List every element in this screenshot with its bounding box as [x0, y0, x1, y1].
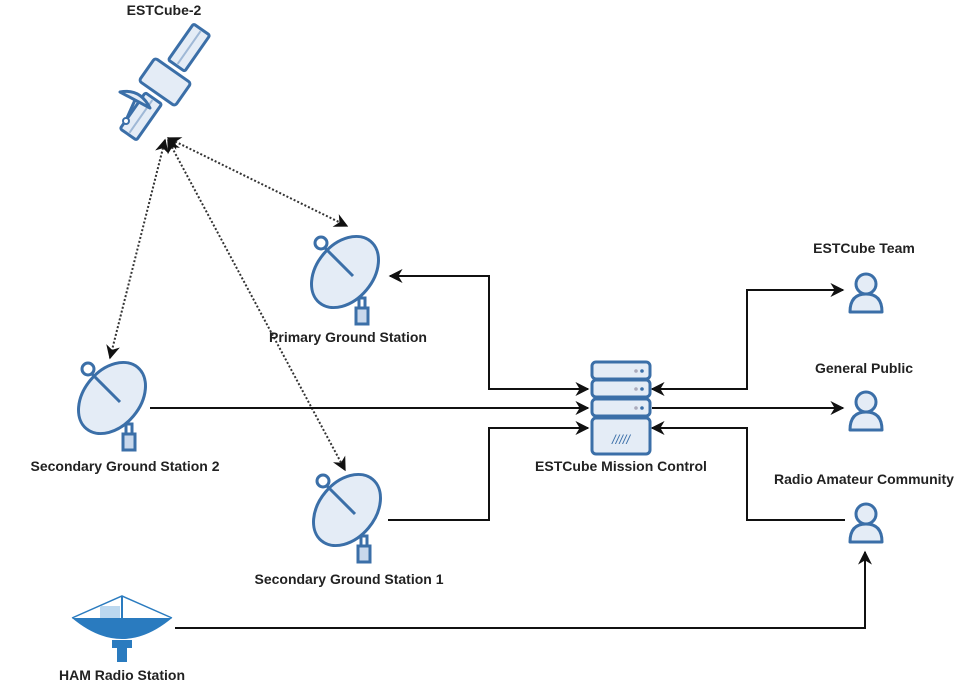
label-radio-amateur: Radio Amateur Community: [774, 471, 954, 487]
link-primary-mission: [388, 269, 590, 396]
label-mission-control: ESTCube Mission Control: [535, 458, 707, 474]
link-secondary1-mission: [388, 421, 590, 521]
label-team: ESTCube Team: [813, 240, 915, 256]
link-amateur-mission: [650, 421, 845, 521]
satellite-dish-icon: [312, 472, 382, 564]
label-satellite: ESTCube-2: [126, 2, 202, 18]
radio-dish-icon: [71, 595, 173, 662]
server-icon: /////: [590, 360, 652, 456]
link-mission-team: [650, 283, 845, 396]
label-secondary-gs1: Secondary Ground Station 1: [254, 571, 444, 587]
link-ham-amateur: [175, 550, 872, 629]
user-icon: [848, 502, 884, 544]
label-secondary-gs2: Secondary Ground Station 2: [30, 458, 220, 474]
user-icon: [848, 390, 884, 432]
link-sat-primary: [166, 137, 349, 227]
user-icon: [848, 272, 884, 314]
label-ham-radio: HAM Radio Station: [59, 667, 185, 683]
satellite-antenna-icon: [118, 89, 152, 125]
label-primary-gs: Primary Ground Station: [269, 329, 427, 345]
link-sat-secondary2: [106, 138, 169, 360]
satellite-dish-icon: [77, 360, 147, 452]
satellite-icon: [119, 23, 211, 141]
label-public: General Public: [814, 360, 914, 376]
satellite-dish-icon: [310, 234, 380, 326]
link-sat-secondary1: [167, 138, 346, 472]
svg-text://///: /////: [611, 432, 631, 447]
